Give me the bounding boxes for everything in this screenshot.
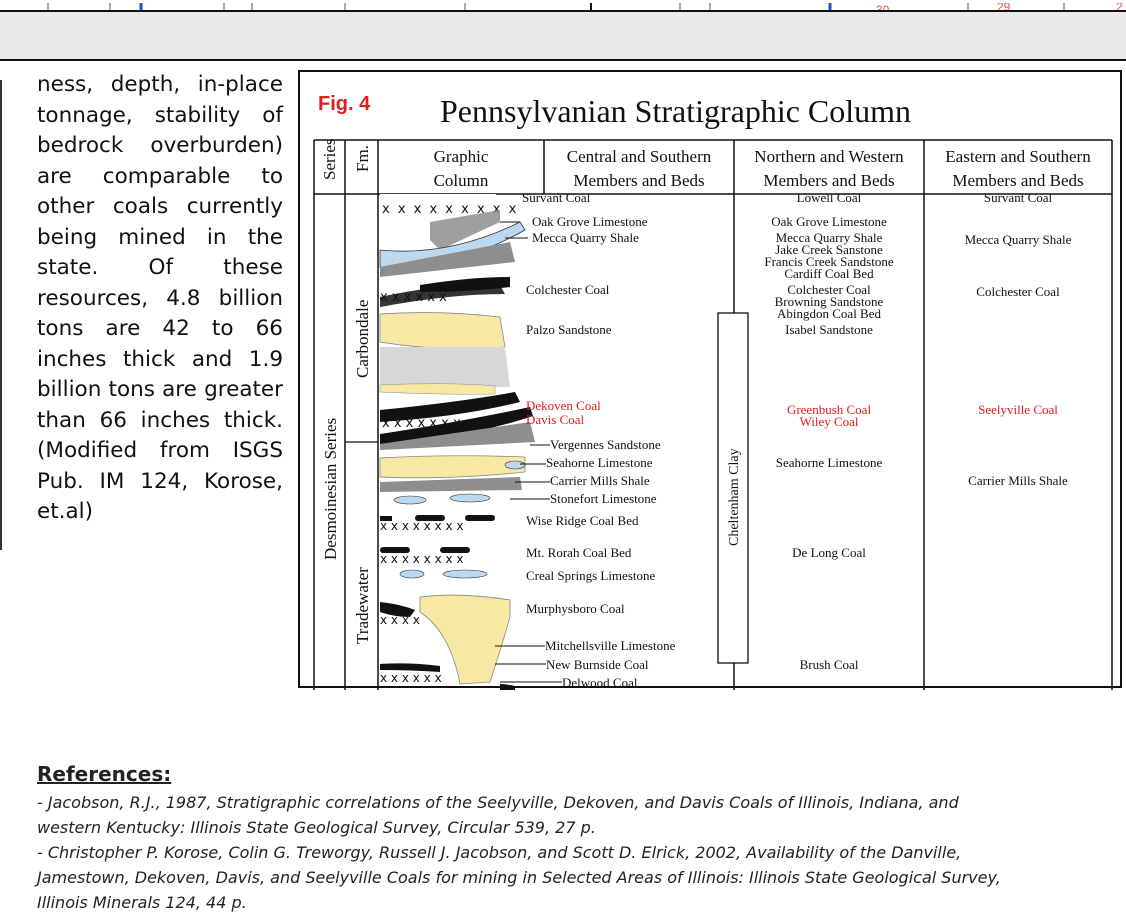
- central-bed-colchester: Colchester Coal: [526, 282, 610, 297]
- central-bed-new-burnside: New Burnside Coal: [546, 657, 649, 672]
- northern-bed-abingdon: Abingdon Coal Bed: [777, 306, 881, 321]
- central-bed-murphysboro: Murphysboro Coal: [526, 601, 625, 616]
- figure-label: Fig. 4: [318, 93, 371, 115]
- reference-line-4: Jamestown, Dekoven, Davis, and Seelyvill…: [37, 868, 1001, 887]
- reference-line-2: western Kentucky: Illinois State Geologi…: [37, 818, 596, 837]
- central-bed-seahorne: Seahorne Limestone: [546, 455, 653, 470]
- northern-bed-browning: Browning Sandstone: [775, 294, 884, 309]
- reference-line-5: Illinois Minerals 124, 44 p.: [37, 893, 247, 912]
- central-bed-carrier-mills: Carrier Mills Shale: [550, 473, 650, 488]
- eastern-bed-survant: Survant Coal: [984, 190, 1053, 205]
- header-graphic-1: Graphic: [434, 147, 489, 166]
- central-bed-palzo: Palzo Sandstone: [526, 322, 612, 337]
- header-fm: Fm.: [353, 145, 372, 172]
- header-northern-1: Northern and Western: [754, 147, 904, 166]
- header-northern-2: Members and Beds: [763, 171, 894, 190]
- northern-bed-greenbush: Greenbush Coal: [787, 402, 872, 417]
- northern-bed-seahorne: Seahorne Limestone: [776, 455, 883, 470]
- central-bed-stonefort: Stonefort Limestone: [550, 491, 657, 506]
- series-name: Desmoinesian Series: [321, 418, 340, 560]
- reference-line-1: - Jacobson, R.J., 1987, Stratigraphic co…: [37, 793, 959, 812]
- cheltenham-label: Cheltenham Clay: [727, 448, 742, 546]
- northern-bed-lowell: Lowell Coal: [797, 190, 862, 205]
- northern-bed-oak-grove: Oak Grove Limestone: [771, 214, 887, 229]
- central-bed-wise-ridge: Wise Ridge Coal Bed: [526, 513, 639, 528]
- stratigraphic-column-svg: Fig. 4 Pennsylvanian Stratigraphic Colum…: [313, 93, 1113, 690]
- left-margin-rule: [0, 80, 2, 550]
- header-series: Series: [320, 138, 339, 180]
- svg-text:x x x x: x x x x: [380, 613, 420, 627]
- northern-bed-brush: Brush Coal: [800, 657, 859, 672]
- northern-bed-mecca: Mecca Quarry Shale: [776, 230, 883, 245]
- central-bed-mecca: Mecca Quarry Shale: [532, 230, 639, 245]
- northern-bed-wiley: Wiley Coal: [799, 414, 858, 429]
- cheltenham-clay-bar: [717, 312, 749, 664]
- section-divider-bar: [0, 10, 1126, 61]
- header-central-2: Members and Beds: [573, 171, 704, 190]
- central-bed-creal-springs: Creal Springs Limestone: [526, 568, 655, 583]
- central-bed-mitchellsville: Mitchellsville Limestone: [545, 638, 676, 653]
- central-bed-mt-rorah: Mt. Rorah Coal Bed: [526, 545, 632, 560]
- references-section: References: - Jacobson, R.J., 1987, Stra…: [37, 762, 1126, 915]
- central-bed-survant: Survant Coal: [522, 190, 591, 205]
- northern-bed-francis-creek: Francis Creek Sandstone: [764, 254, 893, 269]
- northern-bed-colchester: Colchester Coal: [787, 282, 871, 297]
- central-bed-oak-grove: Oak Grove Limestone: [532, 214, 648, 229]
- top-strip: 30 29 2: [0, 0, 1126, 17]
- formation-carbondale: Carbondale: [353, 300, 372, 378]
- svg-text:x x x x x x: x x x x x x: [380, 671, 442, 685]
- leader-lines: [495, 221, 562, 683]
- central-bed-davis: Davis Coal: [526, 412, 585, 427]
- header-graphic-2: Column: [434, 171, 489, 190]
- eastern-bed-mecca: Mecca Quarry Shale: [965, 232, 1072, 247]
- header-eastern-2: Members and Beds: [952, 171, 1083, 190]
- central-bed-dekoven: Dekoven Coal: [526, 398, 601, 413]
- formation-tradewater: Tradewater: [353, 567, 372, 644]
- strip-label-3: 2: [1116, 3, 1123, 14]
- figure-title: Pennsylvanian Stratigraphic Column: [440, 93, 911, 129]
- header-central-1: Central and Southern: [567, 147, 712, 166]
- central-bed-vergennes: Vergennes Sandstone: [550, 437, 661, 452]
- references-heading: References:: [37, 762, 172, 786]
- body-paragraph: ness, depth, in-place tonnage, stability…: [37, 72, 283, 524]
- northern-bed-jake-creek: Jake Creek Sanstone: [775, 242, 883, 257]
- header-eastern-1: Eastern and Southern: [945, 147, 1091, 166]
- reference-line-3: - Christopher P. Korose, Colin G. Trewor…: [37, 843, 962, 862]
- eastern-bed-carrier-mills: Carrier Mills Shale: [968, 473, 1068, 488]
- stratigraphic-figure: Fig. 4 Pennsylvanian Stratigraphic Colum…: [298, 70, 1122, 690]
- northern-bed-de-long: De Long Coal: [792, 545, 866, 560]
- eastern-bed-colchester: Colchester Coal: [976, 284, 1060, 299]
- graphic-column: x x x x x x x x x x x x x x x x x x x x …: [379, 194, 535, 690]
- northern-bed-cardiff: Cardiff Coal Bed: [784, 266, 874, 281]
- svg-text:x x x x x x x x: x x x x x x x x: [380, 552, 464, 566]
- central-bed-delwood: Delwood Coal: [562, 675, 638, 690]
- eastern-bed-seelyville: Seelyville Coal: [978, 402, 1058, 417]
- northern-bed-isabel: Isabel Sandstone: [785, 322, 873, 337]
- svg-text:x x x x x x x x: x x x x x x x x: [380, 519, 464, 533]
